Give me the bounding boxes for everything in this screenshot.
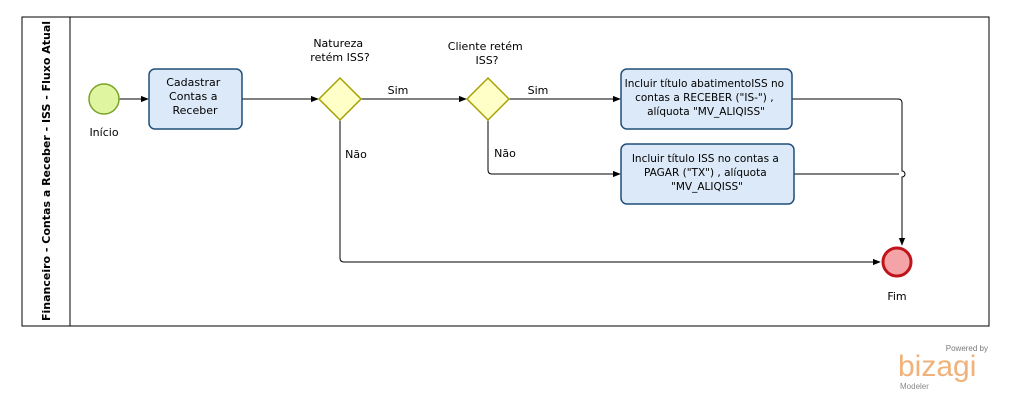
flow-label-cliente-sim: Sim [528, 84, 549, 97]
start-event-label: Início [89, 126, 118, 139]
flow-label-cliente-nao: Não [494, 147, 516, 160]
pool-label: Financeiro - Contas a Receber - ISS - Fl… [40, 21, 53, 321]
powered-by-text: Powered by [945, 344, 988, 353]
end-event-label: Fim [887, 290, 906, 303]
flow-natureza-nao[interactable] [339, 120, 881, 266]
flow-incluir-receber-to-fim[interactable] [792, 98, 906, 246]
pool-border [21, 16, 990, 327]
end-event[interactable] [881, 246, 913, 278]
task-cadastrar-label: Cadastrar Contas a Receber [166, 76, 223, 117]
start-event[interactable] [88, 83, 120, 115]
task-incluir-receber-label: Incluir título abatimentoISS no contas a… [625, 78, 788, 118]
task-incluir-titulo-receber[interactable] [620, 68, 793, 130]
task-incluir-pagar-label: Incluir título ISS no contas a PAGAR ("T… [632, 153, 782, 193]
flow-label-natureza-nao: Não [345, 148, 367, 161]
task-incluir-titulo-pagar[interactable] [620, 143, 795, 205]
flow-cliente-nao[interactable] [487, 120, 621, 178]
gateway-cliente-label: Cliente retém ISS? [448, 40, 526, 67]
gateway-natureza-label: Natureza retém ISS? [310, 37, 370, 64]
task-cadastrar-contas-a-receber[interactable] [148, 68, 243, 130]
bizagi-watermark: Powered by bizagi Modeler [892, 344, 992, 396]
bizagi-logo: bizagi [898, 350, 977, 383]
flow-label-natureza-sim: Sim [388, 84, 409, 97]
gateway-cliente-retem-iss[interactable] [465, 76, 511, 122]
modeler-text: Modeler [900, 382, 929, 391]
gateway-natureza-retem-iss[interactable] [317, 76, 363, 122]
